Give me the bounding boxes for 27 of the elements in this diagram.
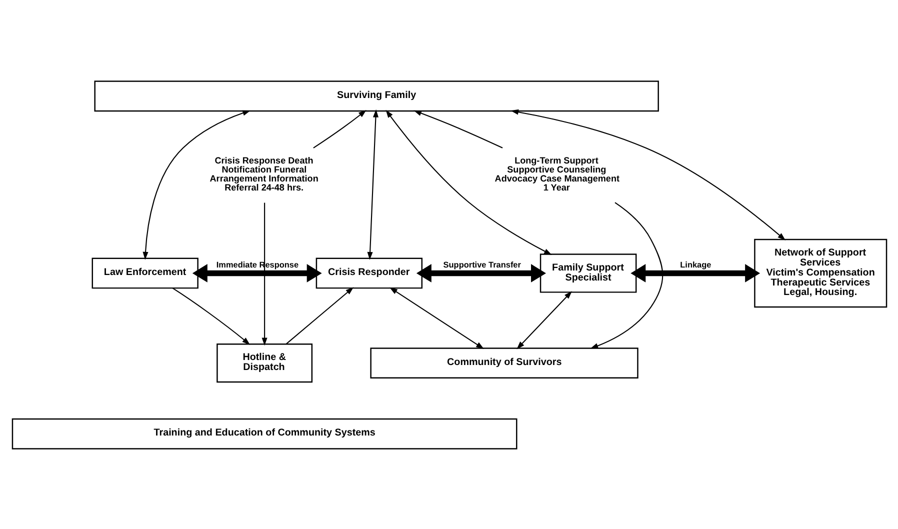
node-box: Law Enforcement (91, 257, 198, 288)
arrow (312, 109, 366, 148)
arrow (389, 286, 484, 348)
edge-label: Supportive Transfer (442, 260, 520, 269)
arrow (416, 264, 546, 282)
arrow (413, 110, 502, 148)
arrow (172, 287, 250, 344)
node-box: Community of Survivors (370, 347, 638, 378)
arrow (385, 109, 552, 255)
node-box: Hotline & Dispatch (216, 342, 312, 382)
arrow (366, 108, 378, 260)
node-box: Crisis Responder (315, 257, 422, 288)
arrow (590, 202, 663, 348)
arrow (261, 202, 267, 346)
node-text: Long-Term Support Supportive Counseling Advocacy Case Management 1 Year (494, 155, 620, 192)
node-box: Surviving Family (94, 80, 658, 112)
node-box: Network of Support Services Victim's Compensation Therapeutic Services Legal, Housing. (754, 238, 887, 308)
arrow (516, 290, 572, 349)
arrow (630, 264, 760, 282)
node-box: Training and Education of Community Systems (11, 418, 517, 449)
arrow (142, 110, 250, 260)
node-text: Crisis Response Death Notification Funeral Arrangement Information Referral 24-48 hrs. (209, 155, 318, 192)
edge-label: Linkage (680, 260, 711, 269)
arrow (192, 264, 322, 282)
arrow (286, 286, 354, 344)
node-box: Family Support Specialist (539, 253, 636, 292)
arrow (510, 108, 786, 240)
